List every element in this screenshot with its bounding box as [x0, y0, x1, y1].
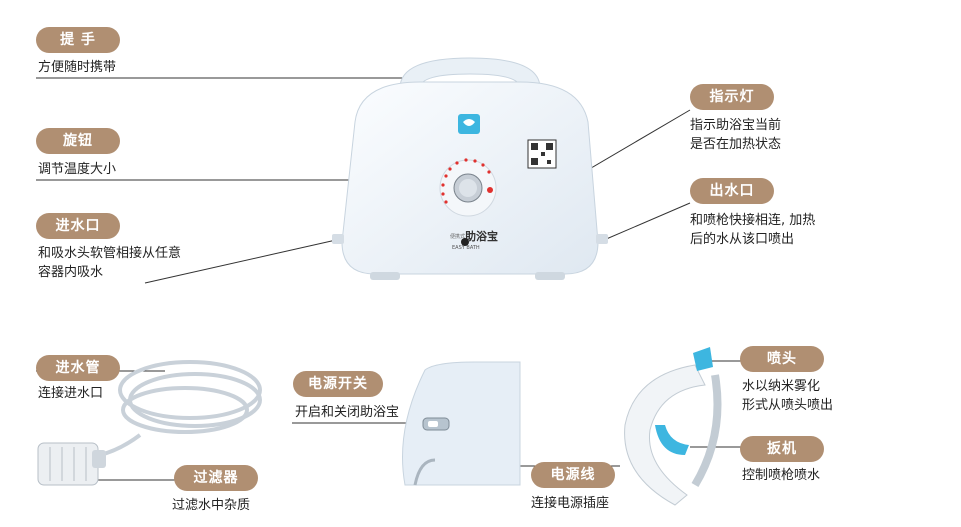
device-side-view-image — [402, 361, 521, 486]
hose-and-filter-image — [37, 360, 262, 486]
outlet-desc: 和喷枪快接相连, 加热 后的水从该口喷出 — [690, 213, 816, 247]
nozzle-desc: 水以纳米雾化 形式从喷头喷出 — [742, 379, 834, 413]
outlet-leader — [603, 202, 691, 241]
spray-gun-image — [624, 347, 722, 506]
handle-label: 提 手 — [36, 27, 120, 53]
inlet-desc: 和吸水头软管相接从任意 容器内吸水 — [38, 246, 182, 280]
inlet-label: 进水口 — [36, 213, 120, 239]
knob-desc: 调节温度大小 — [38, 162, 117, 177]
filter-label: 过滤器 — [174, 465, 258, 491]
svg-text:EASY BATH: EASY BATH — [452, 245, 480, 251]
nozzle-label: 喷头 — [740, 346, 824, 372]
pipe-desc: 连接进水口 — [38, 386, 104, 401]
filter-part — [37, 442, 99, 486]
heating-led-icon — [487, 187, 493, 193]
power-cord-label: 电源线 — [531, 462, 615, 488]
trigger-part — [655, 425, 689, 455]
indicator-light — [461, 238, 469, 246]
filter-desc: 过滤水中杂质 — [172, 498, 251, 513]
indicator-desc: 指示助浴宝当前 是否在加热状态 — [690, 118, 782, 152]
power-cord-part — [413, 458, 436, 486]
trigger-desc: 控制喷枪喷水 — [742, 468, 821, 483]
outlet-port — [596, 234, 608, 244]
inlet-port — [332, 234, 344, 244]
inlet-leader — [144, 239, 337, 284]
indicator-label: 指示灯 — [690, 84, 774, 110]
power-switch-desc: 开启和关闭助浴宝 — [295, 405, 400, 420]
svg-text:便携式: 便携式 — [450, 233, 465, 240]
bath-device-image: 便携式 助浴宝 EASY BATH — [332, 57, 608, 280]
trigger-label: 扳机 — [740, 436, 824, 462]
power-cord-desc: 连接电源插座 — [531, 496, 610, 511]
outlet-label: 出水口 — [690, 178, 774, 204]
nozzle-part — [693, 347, 713, 371]
power-switch-label: 电源开关 — [293, 371, 383, 397]
svg-text:助浴宝: 助浴宝 — [465, 229, 498, 243]
knob-label: 旋钮 — [36, 128, 120, 154]
handle-desc: 方便随时携带 — [38, 60, 117, 75]
pipe-label: 进水管 — [36, 355, 120, 381]
